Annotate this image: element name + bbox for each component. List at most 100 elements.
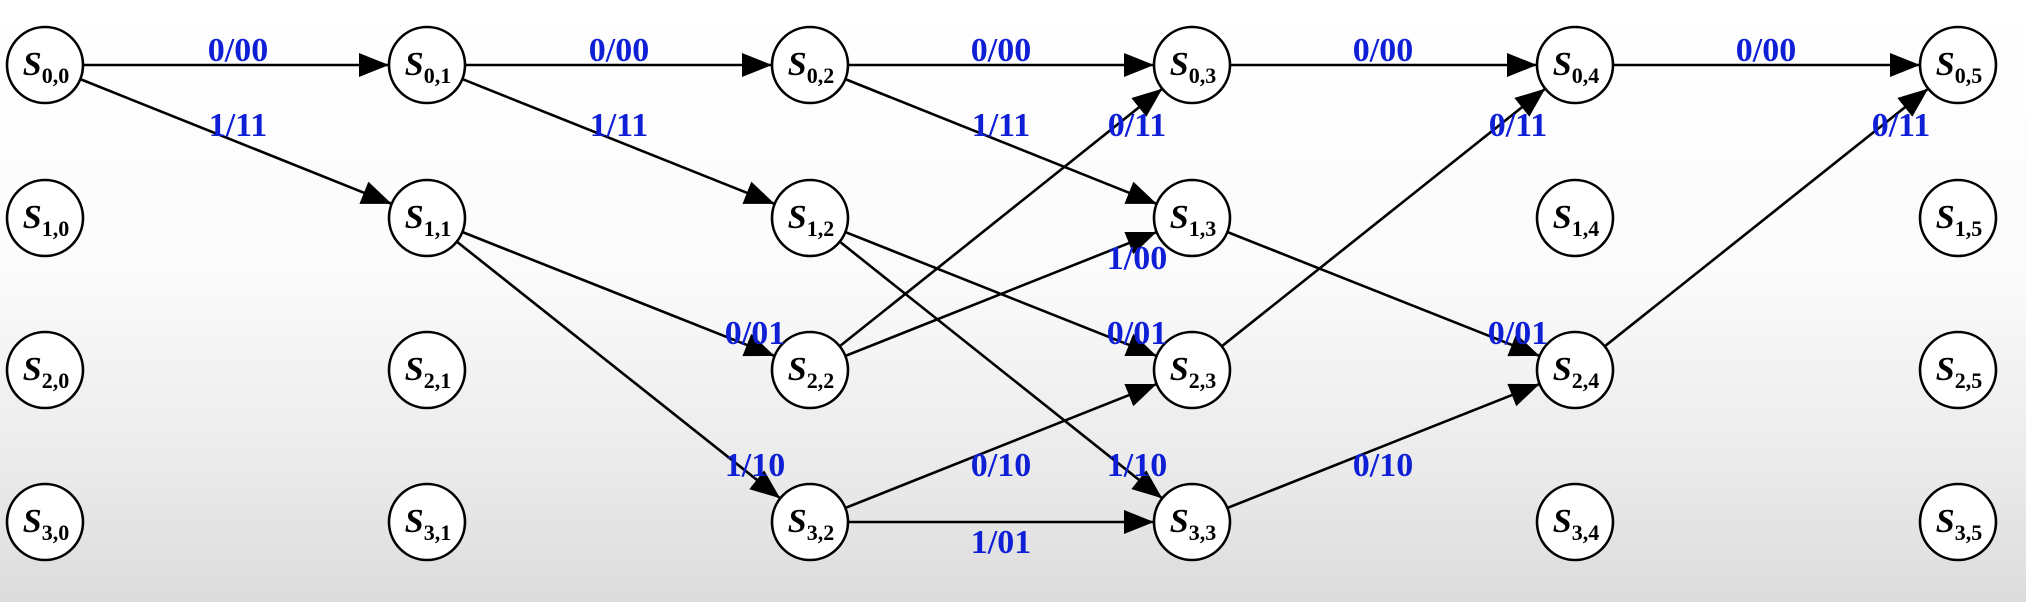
state-circle bbox=[387, 25, 467, 105]
state-label: S0,5 bbox=[1936, 46, 1982, 88]
state-node-0-2: S0,2 bbox=[770, 25, 850, 105]
state-subscript: 3,1 bbox=[424, 520, 452, 545]
state-label: S1,3 bbox=[1170, 199, 1216, 241]
state-subscript: 3,2 bbox=[807, 520, 835, 545]
edge-label: 0/01 bbox=[1107, 315, 1167, 352]
state-circle bbox=[770, 178, 850, 258]
state-subscript: 2,3 bbox=[1189, 368, 1217, 393]
state-label: S1,4 bbox=[1553, 199, 1599, 241]
state-node-0-4: S0,4 bbox=[1535, 25, 1615, 105]
edge-label: 1/00 bbox=[1107, 240, 1167, 277]
edge-0-2-to-1-3 bbox=[844, 77, 1157, 205]
state-subscript: 0,4 bbox=[1572, 63, 1600, 88]
state-node-3-2: S3,2 bbox=[770, 482, 850, 562]
edge-label: 1/11 bbox=[972, 107, 1031, 144]
state-circle bbox=[1535, 25, 1615, 105]
state-letter: S bbox=[405, 46, 424, 83]
state-subscript: 0,1 bbox=[424, 63, 452, 88]
state-node-0-1: S0,1 bbox=[387, 25, 467, 105]
state-label: S0,3 bbox=[1170, 46, 1216, 88]
state-letter: S bbox=[23, 199, 42, 236]
state-circle bbox=[1918, 482, 1998, 562]
edge-label: 1/10 bbox=[1107, 447, 1167, 484]
state-subscript: 2,0 bbox=[42, 368, 70, 393]
edge-2-4-to-0-5 bbox=[1603, 88, 1929, 348]
state-label: S3,5 bbox=[1936, 503, 1982, 545]
state-node-2-5: S2,5 bbox=[1918, 330, 1998, 410]
nodes-layer: S0,0S1,0S2,0S3,0S0,1S1,1S2,1S3,1S0,2S1,2… bbox=[5, 25, 1998, 562]
edge-label: 0/01 bbox=[1488, 315, 1548, 352]
state-subscript: 3,3 bbox=[1189, 520, 1217, 545]
edge-label: 0/00 bbox=[971, 32, 1031, 69]
edge-label: 0/00 bbox=[1353, 32, 1413, 69]
state-label: S0,0 bbox=[23, 46, 69, 88]
state-letter: S bbox=[1553, 503, 1572, 540]
state-circle bbox=[1918, 330, 1998, 410]
edge-3-3-to-2-4 bbox=[1226, 383, 1540, 510]
state-letter: S bbox=[1936, 351, 1955, 388]
state-label: S3,3 bbox=[1170, 503, 1216, 545]
state-circle bbox=[770, 25, 850, 105]
edge-3-2-to-2-3 bbox=[844, 383, 1157, 510]
edge-label: 0/00 bbox=[208, 32, 268, 69]
edge-label: 0/11 bbox=[1489, 107, 1548, 144]
state-label: S3,0 bbox=[23, 503, 69, 545]
state-label: S2,0 bbox=[23, 351, 69, 393]
state-circle bbox=[5, 482, 85, 562]
state-subscript: 2,2 bbox=[807, 368, 835, 393]
state-circle bbox=[1152, 25, 1232, 105]
state-letter: S bbox=[788, 351, 807, 388]
state-circle bbox=[387, 482, 467, 562]
state-circle bbox=[1152, 178, 1232, 258]
state-node-3-5: S3,5 bbox=[1918, 482, 1998, 562]
edge-label: 1/10 bbox=[725, 447, 785, 484]
state-letter: S bbox=[1936, 503, 1955, 540]
edge-2-2-to-0-3 bbox=[838, 88, 1163, 348]
state-label: S2,5 bbox=[1936, 351, 1982, 393]
state-node-0-5: S0,5 bbox=[1918, 25, 1998, 105]
state-subscript: 1,2 bbox=[807, 216, 835, 241]
state-node-1-5: S1,5 bbox=[1918, 178, 1998, 258]
state-label: S0,4 bbox=[1553, 46, 1599, 88]
state-letter: S bbox=[788, 199, 807, 236]
state-label: S2,2 bbox=[788, 351, 834, 393]
state-circle bbox=[1152, 482, 1232, 562]
state-subscript: 1,0 bbox=[42, 216, 70, 241]
state-letter: S bbox=[405, 503, 424, 540]
state-subscript: 2,5 bbox=[1955, 368, 1983, 393]
state-node-2-1: S2,1 bbox=[387, 330, 467, 410]
state-label: S3,4 bbox=[1553, 503, 1599, 545]
edge-labels-layer: 0/001/110/001/110/011/100/001/110/011/10… bbox=[208, 32, 1931, 561]
state-subscript: 0,2 bbox=[807, 63, 835, 88]
state-subscript: 0,5 bbox=[1955, 63, 1983, 88]
state-node-1-3: S1,3 bbox=[1152, 178, 1232, 258]
state-letter: S bbox=[1936, 199, 1955, 236]
state-letter: S bbox=[1170, 351, 1189, 388]
state-node-1-1: S1,1 bbox=[387, 178, 467, 258]
edge-1-1-to-2-2 bbox=[461, 230, 775, 357]
edge-0-0-to-1-1 bbox=[79, 77, 392, 205]
state-node-0-3: S0,3 bbox=[1152, 25, 1232, 105]
state-node-2-4: S2,4 bbox=[1535, 330, 1615, 410]
state-node-2-0: S2,0 bbox=[5, 330, 85, 410]
state-label: S1,2 bbox=[788, 199, 834, 241]
edges-layer bbox=[79, 53, 1929, 534]
state-circle bbox=[387, 178, 467, 258]
edge-1-1-to-3-2 bbox=[455, 240, 781, 499]
edge-2-2-to-1-3 bbox=[844, 231, 1157, 358]
edge-label: 1/11 bbox=[209, 107, 268, 144]
state-circle bbox=[387, 330, 467, 410]
state-subscript: 1,3 bbox=[1189, 216, 1217, 241]
edge-2-3-to-0-4 bbox=[1220, 88, 1546, 348]
state-letter: S bbox=[1170, 503, 1189, 540]
state-circle bbox=[1918, 178, 1998, 258]
edge-label: 1/01 bbox=[971, 524, 1031, 561]
state-circle bbox=[5, 25, 85, 105]
state-label: S3,2 bbox=[788, 503, 834, 545]
state-letter: S bbox=[1170, 46, 1189, 83]
state-subscript: 1,1 bbox=[424, 216, 452, 241]
state-letter: S bbox=[1553, 46, 1572, 83]
state-subscript: 2,4 bbox=[1572, 368, 1600, 393]
state-node-0-0: S0,0 bbox=[5, 25, 85, 105]
